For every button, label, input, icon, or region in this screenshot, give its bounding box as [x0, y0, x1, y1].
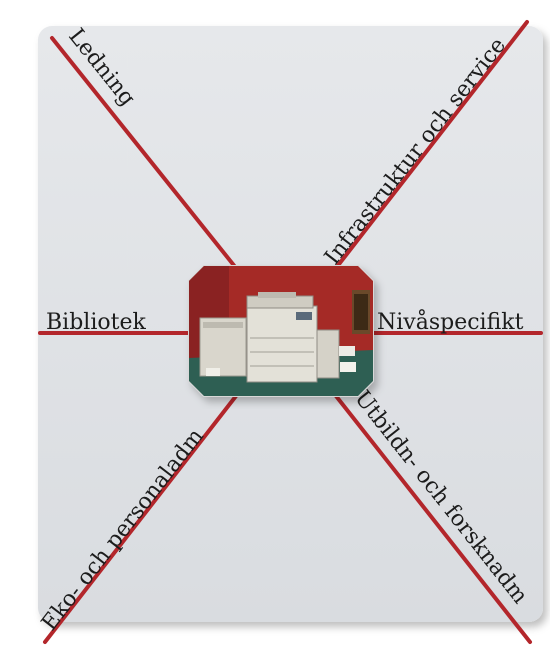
center-image: [188, 265, 374, 397]
line-eko: [43, 394, 238, 644]
branch-label-bibliotek: Bibliotek: [46, 310, 146, 335]
connector-lines: [38, 20, 543, 644]
line-infrastruktur: [334, 20, 529, 270]
branch-label-nivaspecifikt: Nivåspecifikt: [377, 308, 524, 335]
line-ledning: [50, 36, 238, 270]
line-utbildn: [334, 394, 532, 644]
